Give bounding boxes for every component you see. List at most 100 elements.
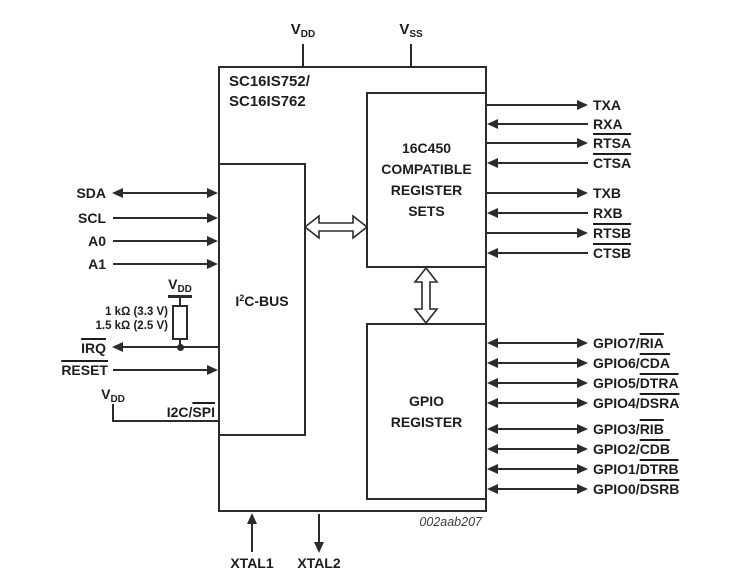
i2c-bus-block-label: I2C-BUS bbox=[218, 163, 306, 436]
gpio4-arrowhead-left bbox=[487, 398, 498, 408]
gpio-register-block-label: GPIO REGISTER bbox=[366, 323, 487, 500]
pin-line-txa bbox=[487, 104, 578, 106]
rxb-arrowhead bbox=[487, 208, 498, 218]
gpio2-prefix: GPIO2/ bbox=[593, 441, 640, 457]
txb-arrowhead bbox=[577, 188, 588, 198]
ctsa-text: CTSA bbox=[593, 155, 632, 171]
pin-line-gpio1 bbox=[496, 468, 578, 470]
a0-arrowhead bbox=[207, 236, 218, 246]
pin-label-rxb: RXB bbox=[593, 205, 623, 221]
rtsa-arrowhead bbox=[577, 138, 588, 148]
gpio7-arrowhead-right bbox=[577, 338, 588, 348]
xtal2-arrowhead bbox=[314, 542, 324, 553]
pin-line-rxa bbox=[496, 123, 588, 125]
gpio-label-line1: GPIO bbox=[408, 392, 444, 409]
pin-line-gpio0 bbox=[496, 488, 578, 490]
gpio1-arrowhead-left bbox=[487, 464, 498, 474]
irq-text: IRQ bbox=[81, 340, 106, 356]
i2c-label-post: C-BUS bbox=[244, 292, 289, 309]
gpio5-prefix: GPIO5/ bbox=[593, 375, 640, 391]
vdd-mode-wire-horizontal bbox=[112, 420, 218, 422]
pin-line-xtal1 bbox=[251, 522, 253, 552]
uart-label-line3: REGISTER bbox=[390, 182, 463, 198]
irq-arrowhead bbox=[112, 342, 123, 352]
figure-id: 002aab207 bbox=[419, 515, 482, 529]
txa-arrowhead bbox=[577, 100, 588, 110]
bidir-bus-arrow-horizontal-icon bbox=[304, 214, 368, 240]
pin-line-a1 bbox=[113, 263, 209, 265]
pin-line-ctsb bbox=[496, 252, 588, 254]
i2c-label-sup: 2 bbox=[239, 292, 245, 303]
vdd-top-line bbox=[302, 44, 304, 67]
pin-line-gpio6 bbox=[496, 362, 578, 364]
xtal1-arrowhead bbox=[247, 513, 257, 524]
vss-top-line bbox=[410, 44, 412, 67]
gpio4-arrowhead-right bbox=[577, 398, 588, 408]
mode-spi-text: SPI bbox=[192, 404, 215, 420]
pin-label-xtal1: XTAL1 bbox=[230, 555, 274, 571]
pin-label-gpio7: GPIO7/RIA bbox=[593, 335, 664, 351]
gpio7-prefix: GPIO7/ bbox=[593, 335, 640, 351]
pullup-value-25: 1.5 kΩ (2.5 V) bbox=[95, 320, 168, 332]
gpio4-prefix: GPIO4/ bbox=[593, 395, 640, 411]
rtsb-arrowhead bbox=[577, 228, 588, 238]
vdd-mode-main: V bbox=[101, 386, 111, 402]
pin-label-rtsb: RTSB bbox=[593, 225, 631, 241]
gpio0-signal: DSRB bbox=[639, 481, 680, 497]
gpio-label-line2: REGISTER bbox=[390, 413, 463, 430]
pin-line-gpio7 bbox=[496, 342, 578, 344]
i2c-label-pre: I bbox=[235, 292, 240, 309]
scl-arrowhead bbox=[207, 213, 218, 223]
pin-label-reset: RESET bbox=[20, 362, 108, 378]
gpio3-arrowhead-left bbox=[487, 424, 498, 434]
rtsb-text: RTSB bbox=[593, 225, 632, 241]
gpio3-arrowhead-right bbox=[577, 424, 588, 434]
ctsb-text: CTSB bbox=[593, 245, 632, 261]
pin-label-rxa: RXA bbox=[593, 116, 623, 132]
uart-label-line4: SETS bbox=[408, 203, 445, 219]
gpio3-signal: RIB bbox=[639, 421, 664, 437]
pin-label-ctsa: CTSA bbox=[593, 155, 631, 171]
pin-line-gpio2 bbox=[496, 448, 578, 450]
gpio1-arrowhead-right bbox=[577, 464, 588, 474]
vdd-top-main: V bbox=[290, 21, 301, 38]
uart-register-block bbox=[366, 92, 487, 268]
i2c-bus-label-text: I2C-BUS bbox=[235, 288, 288, 312]
gpio2-arrowhead-left bbox=[487, 444, 498, 454]
vdd-mode-label: VDD bbox=[93, 386, 133, 408]
vdd-pullup-label: VDD bbox=[160, 276, 200, 298]
rxa-arrowhead bbox=[487, 119, 498, 129]
pin-label-ctsb: CTSB bbox=[593, 245, 631, 261]
pin-line-irq bbox=[121, 346, 218, 348]
a1-arrowhead bbox=[207, 259, 218, 269]
pin-label-xtal2: XTAL2 bbox=[297, 555, 341, 571]
pin-line-reset bbox=[113, 369, 209, 371]
pin-label-a1: A1 bbox=[88, 256, 106, 272]
uart-label-line1: 16C450 bbox=[401, 140, 452, 156]
pin-line-xtal2 bbox=[318, 514, 320, 544]
reset-text: RESET bbox=[61, 362, 108, 378]
gpio6-signal: CDA bbox=[639, 355, 671, 371]
gpio0-prefix: GPIO0/ bbox=[593, 481, 640, 497]
pullup-resistor bbox=[172, 305, 188, 340]
gpio1-signal: DTRB bbox=[639, 461, 679, 477]
pin-line-ctsa bbox=[496, 162, 588, 164]
pin-label-scl: SCL bbox=[78, 210, 106, 226]
uart-register-block-label: 16C450 COMPATIBLE REGISTER SETS bbox=[366, 92, 487, 268]
pullup-value-33: 1 kΩ (3.3 V) bbox=[105, 306, 168, 318]
gpio7-arrowhead-left bbox=[487, 338, 498, 348]
pin-label-gpio3: GPIO3/RIB bbox=[593, 421, 664, 437]
pin-label-rtsa: RTSA bbox=[593, 135, 631, 151]
pin-label-txa: TXA bbox=[593, 97, 621, 113]
vdd-pullup-main: V bbox=[168, 276, 178, 292]
gpio2-signal: CDB bbox=[639, 441, 671, 457]
pin-line-a0 bbox=[113, 240, 209, 242]
pin-label-gpio1: GPIO1/DTRB bbox=[593, 461, 679, 477]
gpio-register-block bbox=[366, 323, 487, 500]
bidir-bus-arrow-vertical-icon bbox=[413, 267, 439, 324]
pin-line-rtsb bbox=[487, 232, 578, 234]
gpio7-signal: RIA bbox=[639, 335, 664, 351]
chip-title-line1: SC16IS752/ bbox=[229, 73, 310, 90]
gpio3-prefix: GPIO3/ bbox=[593, 421, 640, 437]
